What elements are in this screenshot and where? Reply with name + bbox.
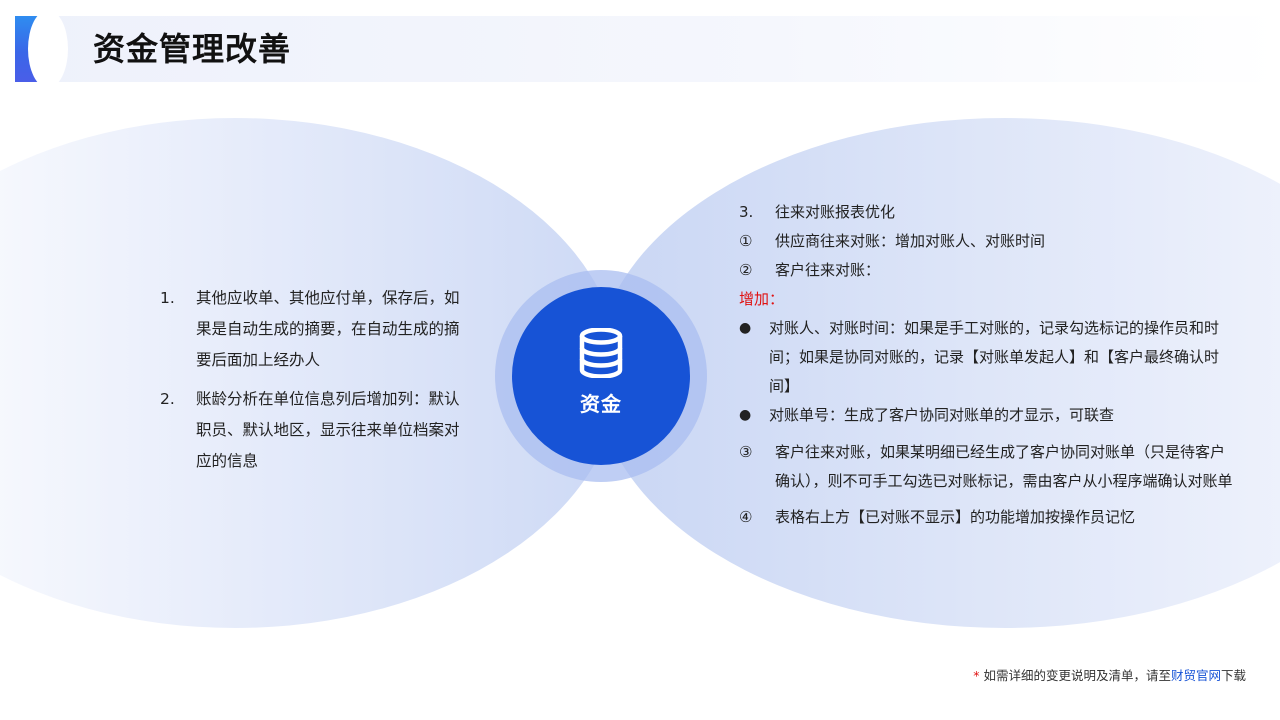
footnote-suffix: 下载	[1220, 668, 1246, 683]
header-accent-cap	[28, 10, 68, 88]
database-icon	[579, 327, 623, 378]
list-item-text: 客户往来对账：	[775, 261, 881, 279]
list-item: 2. 账龄分析在单位信息列后增加列：默认职员、默认地区，显示往来单位档案对应的信…	[160, 384, 460, 477]
list-item: ④ 表格右上方【已对账不显示】的功能增加按操作员记忆	[739, 503, 1239, 532]
right-lens-shape	[595, 118, 1280, 628]
bullet-text: 对账人、对账时间：如果是手工对账的，记录勾选标记的操作员和时间；如果是协同对账的…	[769, 319, 1220, 395]
list-item-text: 其他应收单、其他应付单，保存后，如果是自动生成的摘要，在自动生成的摘要后面加上经…	[196, 289, 460, 369]
list-item-number: ④	[739, 508, 753, 526]
section-number: 3.	[739, 203, 754, 221]
list-item: ① 供应商往来对账：增加对账人、对账时间	[739, 227, 1239, 256]
official-site-link[interactable]: 财贸官网	[1170, 668, 1221, 683]
bullet-icon: ●	[739, 407, 752, 423]
footnote-star: *	[973, 668, 980, 683]
hub-label: 资金	[580, 391, 622, 416]
bullet-icon: ●	[739, 320, 752, 336]
list-item-text: 表格右上方【已对账不显示】的功能增加按操作员记忆	[775, 508, 1136, 526]
bullet-item: ● 对账单号：生成了客户协同对账单的才显示，可联查	[739, 401, 1239, 430]
hub-circle: 资金	[512, 287, 690, 465]
section-heading: 3. 往来对账报表优化	[739, 198, 1239, 227]
list-item-number: ②	[739, 261, 753, 279]
footnote-text: 如需详细的变更说明及清单，请至	[983, 668, 1171, 683]
list-item-number: 1.	[160, 289, 175, 307]
list-item-number: ③	[739, 443, 753, 461]
section-heading-text: 往来对账报表优化	[775, 203, 896, 221]
list-item: 1. 其他应收单、其他应付单，保存后，如果是自动生成的摘要，在自动生成的摘要后面…	[160, 283, 460, 376]
header-band	[15, 16, 1280, 82]
list-item-number: ①	[739, 232, 753, 250]
list-item: ③ 客户往来对账，如果某明细已经生成了客户协同对账单（只是待客户确认），则不可手…	[739, 438, 1239, 496]
added-label: 增加：	[739, 290, 785, 308]
bullet-item: ● 对账人、对账时间：如果是手工对账的，记录勾选标记的操作员和时间；如果是协同对…	[739, 314, 1239, 401]
footnote: *如需详细的变更说明及清单，请至财贸官网下载	[973, 665, 1246, 684]
list-item-number: 2.	[160, 390, 175, 408]
list-item-text: 供应商往来对账：增加对账人、对账时间	[775, 232, 1046, 250]
list-item: ② 客户往来对账：	[739, 256, 1239, 285]
list-item-text: 客户往来对账，如果某明细已经生成了客户协同对账单（只是待客户确认），则不可手工勾…	[775, 443, 1233, 490]
bullet-text: 对账单号：生成了客户协同对账单的才显示，可联查	[769, 406, 1115, 424]
right-list: 3. 往来对账报表优化 ① 供应商往来对账：增加对账人、对账时间 ② 客户往来对…	[739, 198, 1239, 532]
page-title: 资金管理改善	[93, 30, 292, 68]
left-list: 1. 其他应收单、其他应付单，保存后，如果是自动生成的摘要，在自动生成的摘要后面…	[160, 283, 460, 485]
list-item-text: 账龄分析在单位信息列后增加列：默认职员、默认地区，显示往来单位档案对应的信息	[196, 390, 460, 470]
